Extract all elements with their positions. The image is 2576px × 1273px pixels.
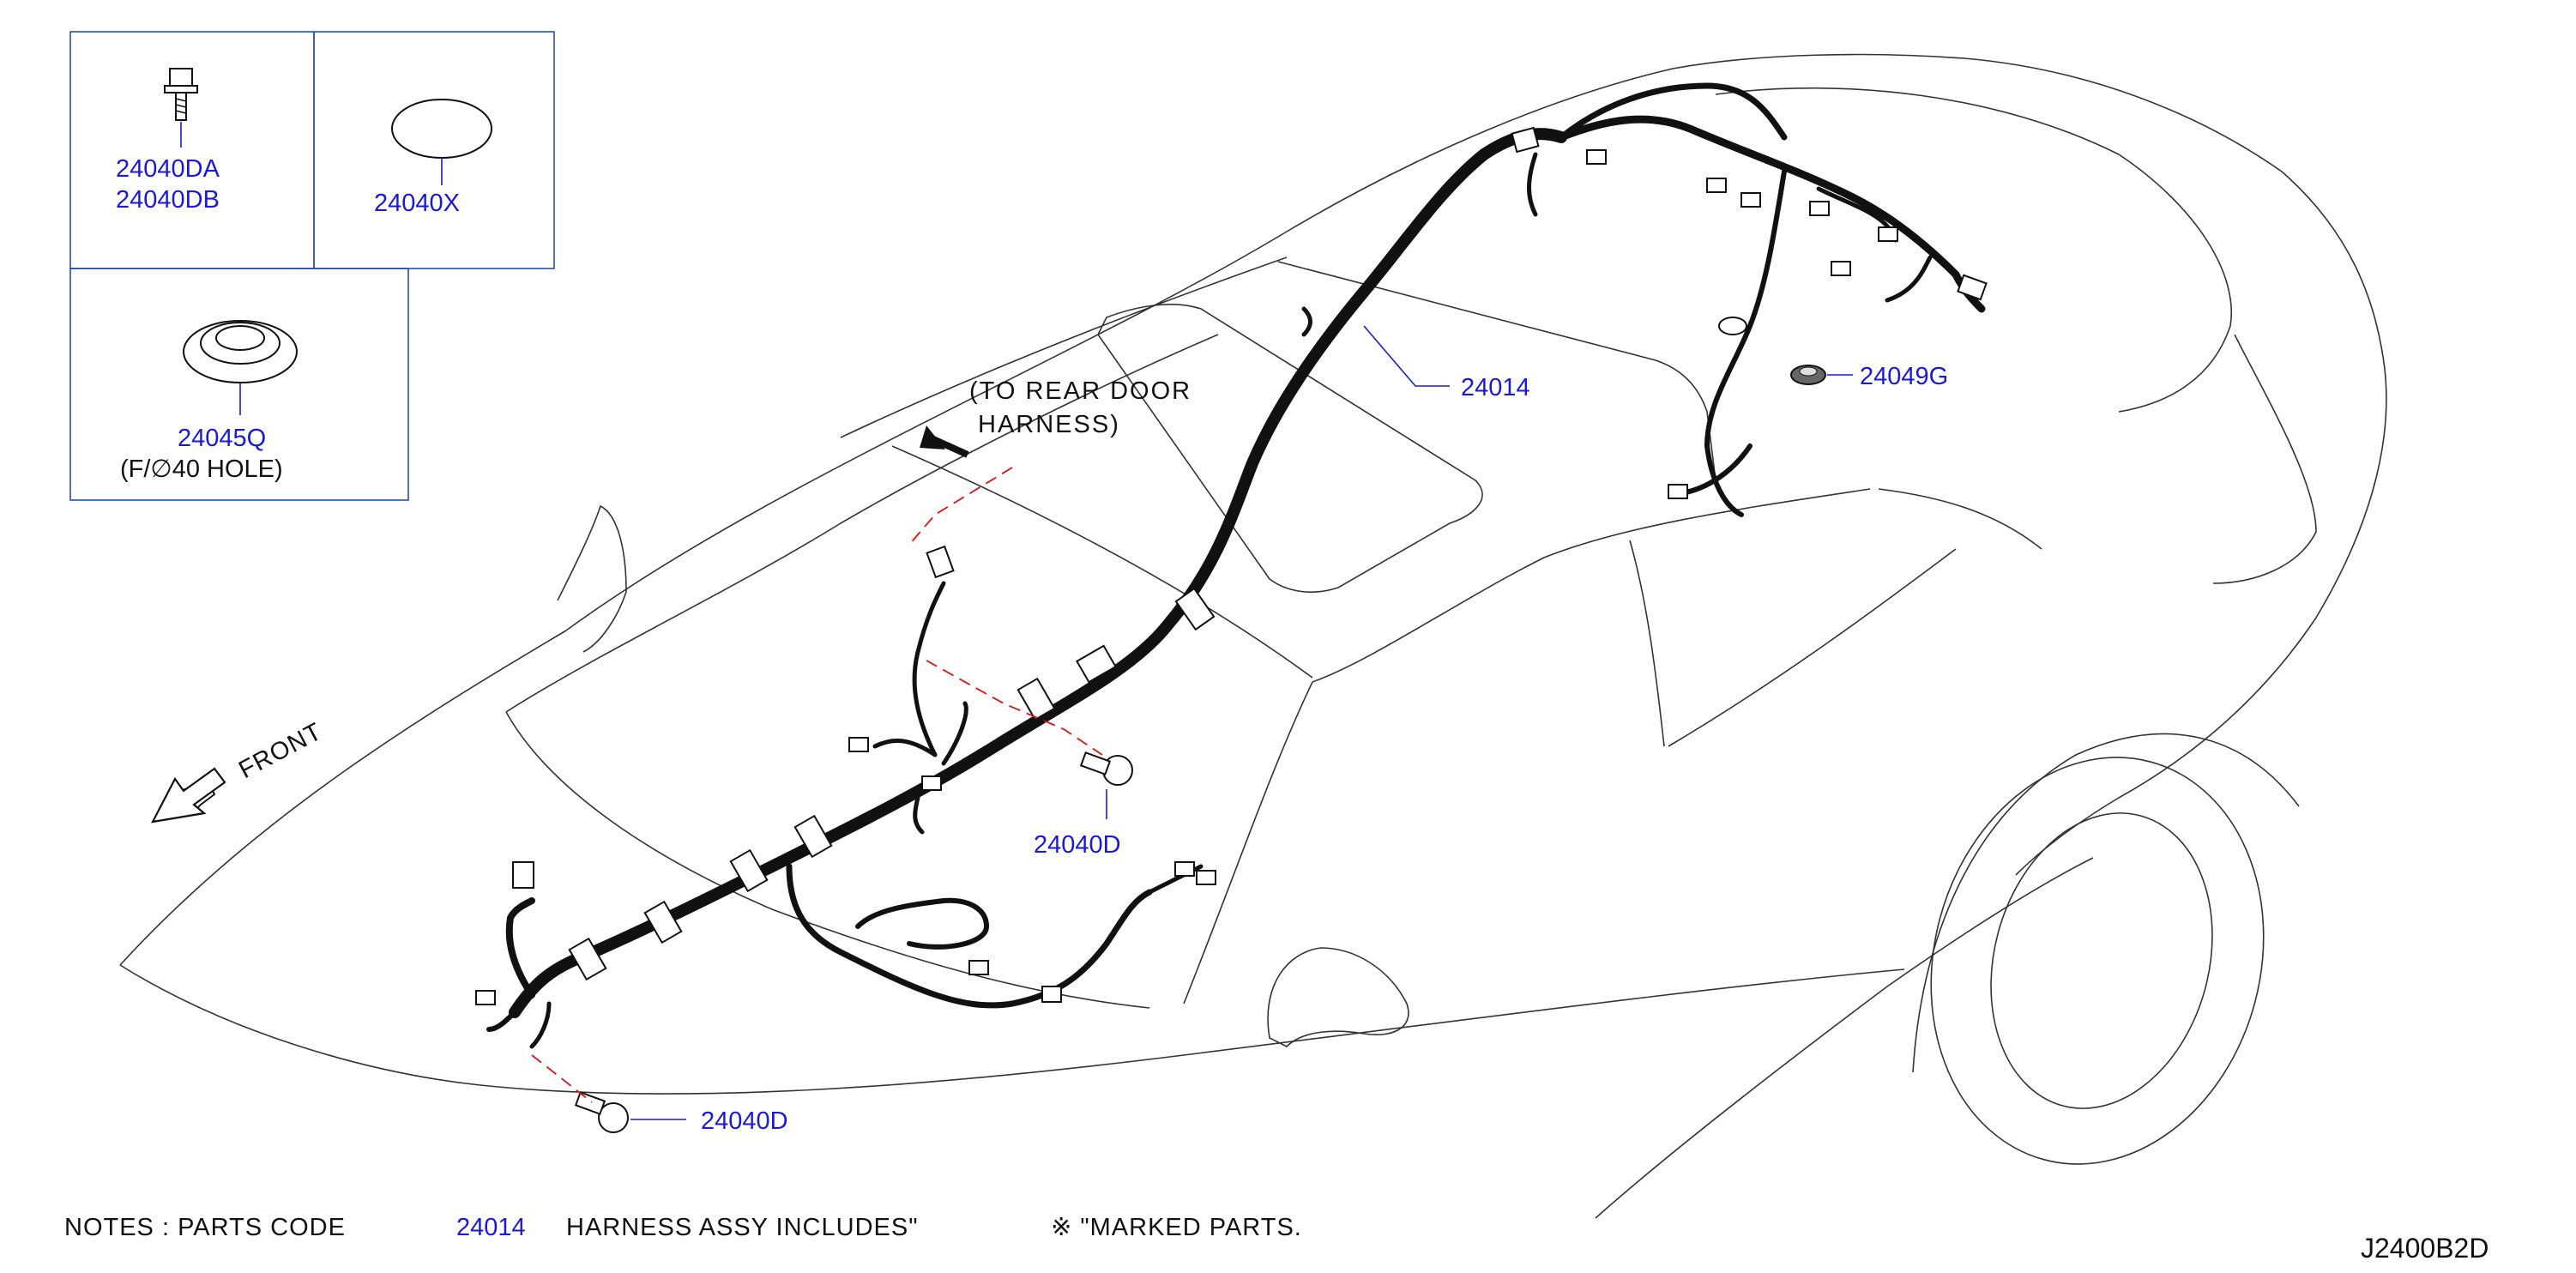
car-body-outline xyxy=(119,53,2387,1219)
harness-callout: 24014 xyxy=(1461,374,1530,401)
mid-bolt-icon xyxy=(1079,751,1133,786)
front-bolt-icon xyxy=(574,1091,629,1133)
bolt-label-db: 24040DB xyxy=(116,186,220,214)
plug-icon xyxy=(391,99,492,159)
grommet-note: (F/∅40 HOLE) xyxy=(120,456,283,483)
rear-door-note-line1: (TO REAR DOOR xyxy=(969,377,1191,405)
bolt-label-da: 24040DA xyxy=(116,155,220,183)
parts-box: 24040DA 24040DB 24040X 24045Q (F/∅40 HOL… xyxy=(69,31,555,501)
install-guide-lines xyxy=(531,467,1103,1103)
notes-mark: ※ "MARKED PARTS. xyxy=(1051,1214,1302,1241)
bolt-icon xyxy=(164,68,198,121)
front-label: FRONT xyxy=(234,718,327,784)
notes-middle: HARNESS ASSY INCLUDES" xyxy=(566,1214,919,1241)
notes-prefix: NOTES : PARTS CODE xyxy=(64,1214,346,1241)
drawing-code: J2400B2D xyxy=(2361,1233,2489,1264)
roof-grommet-callout: 24049G xyxy=(1860,363,1948,390)
rear-door-arrow-icon xyxy=(920,425,969,458)
grommet-label: 24045Q xyxy=(178,425,266,452)
plug-label: 24040X xyxy=(374,190,460,217)
harness-connectors xyxy=(475,126,1988,1005)
harness-clips xyxy=(568,587,1216,981)
roof-grommet-icon xyxy=(1790,365,1826,385)
rear-door-note-line2: HARNESS) xyxy=(978,411,1120,438)
front-bolt-callout: 24040D xyxy=(701,1107,788,1135)
front-arrow-icon xyxy=(151,767,226,824)
notes-code: 24014 xyxy=(456,1214,526,1241)
wiring-harness xyxy=(486,82,1986,1049)
callout-leaders xyxy=(630,325,1853,1120)
mid-bolt-callout: 24040D xyxy=(1034,831,1121,859)
grommet-icon xyxy=(183,320,298,383)
